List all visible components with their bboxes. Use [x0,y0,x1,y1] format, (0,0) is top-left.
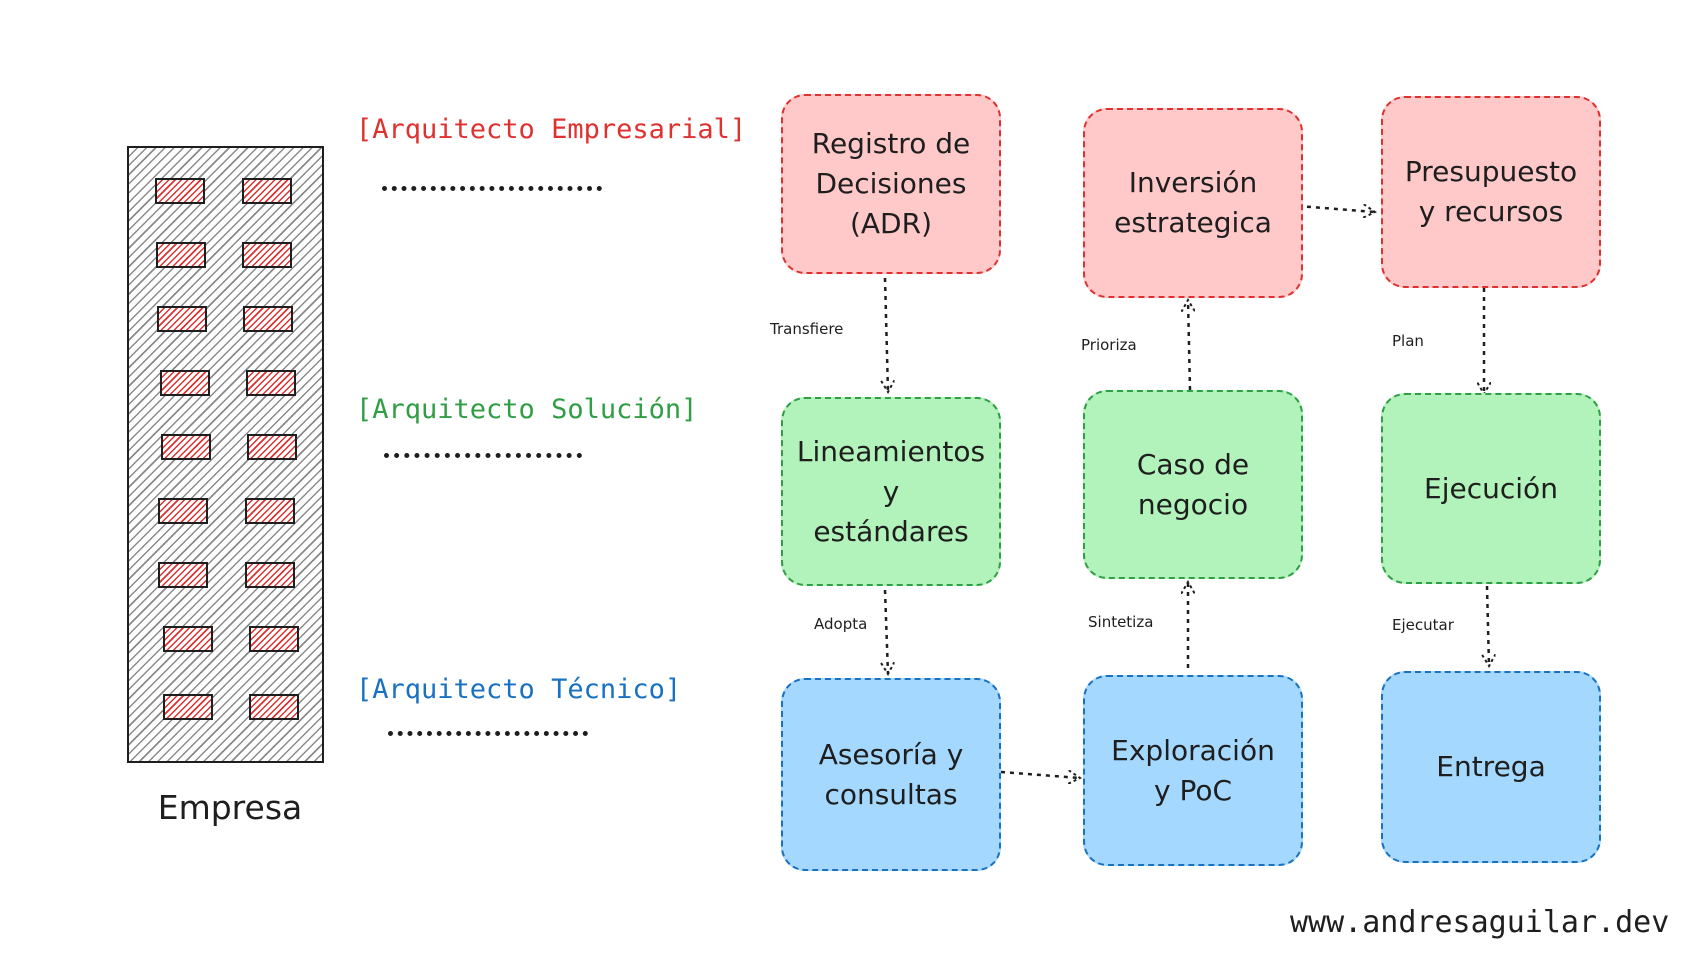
node-adr: Registro de Decisiones (ADR) [781,94,1001,274]
window-icon [157,306,207,332]
node-entrega: Entrega [1381,671,1601,863]
edge-label-transfiere: Transfiere [770,320,844,338]
window-icon [158,498,208,524]
window-icon [247,434,297,460]
node-presupuesto-recursos: Presupuesto y recursos [1381,96,1601,288]
leader-line-technical [388,731,588,736]
leader-line-enterprise [382,186,602,191]
window-icon [242,178,292,204]
node-asesoria-consultas: Asesoría y consultas [781,678,1001,871]
window-icon [158,562,208,588]
window-icon [156,242,206,268]
edge-label-plan: Plan [1392,332,1424,350]
window-icon [249,626,299,652]
node-exploracion-poc: Exploración y PoC [1083,675,1303,866]
window-icon [249,694,299,720]
company-building-icon [127,146,324,763]
role-label-technical: [Arquitecto Técnico] [356,674,682,705]
edge-label-ejecutar: Ejecutar [1392,616,1454,634]
arrow-adr-to-lineamientos [885,277,888,392]
company-label: Empresa [157,788,303,827]
window-icon [243,306,293,332]
window-icon [160,370,210,396]
website-footer: www.andresaguilar.dev [1290,905,1670,940]
window-icon [161,434,211,460]
arrow-caso-to-inversion [1188,300,1190,391]
window-icon [163,626,213,652]
node-lineamientos-estandares: Lineamientos y estándares [781,397,1001,586]
edge-label-prioriza: Prioriza [1081,336,1137,354]
arrow-inversion-to-presupuesto [1297,206,1375,212]
role-label-enterprise: [Arquitecto Empresarial] [356,114,747,145]
window-icon [155,178,205,204]
node-caso-negocio: Caso de negocio [1083,390,1303,579]
node-inversion-estrategica: Inversión estrategica [1083,108,1303,298]
arrow-ejecucion-to-entrega [1487,585,1489,666]
role-label-solution: [Arquitecto Solución] [356,394,698,425]
window-icon [242,242,292,268]
edge-label-adopta: Adopta [814,615,868,633]
window-icon [163,694,213,720]
node-ejecucion: Ejecución [1381,393,1601,584]
arrow-lineamientos-to-asesoria [885,589,888,674]
leader-line-solution [384,453,582,458]
window-icon [245,498,295,524]
arrow-asesoria-to-exploracion [1000,772,1080,778]
window-icon [245,562,295,588]
window-icon [246,370,296,396]
edge-label-sintetiza: Sintetiza [1088,613,1154,631]
